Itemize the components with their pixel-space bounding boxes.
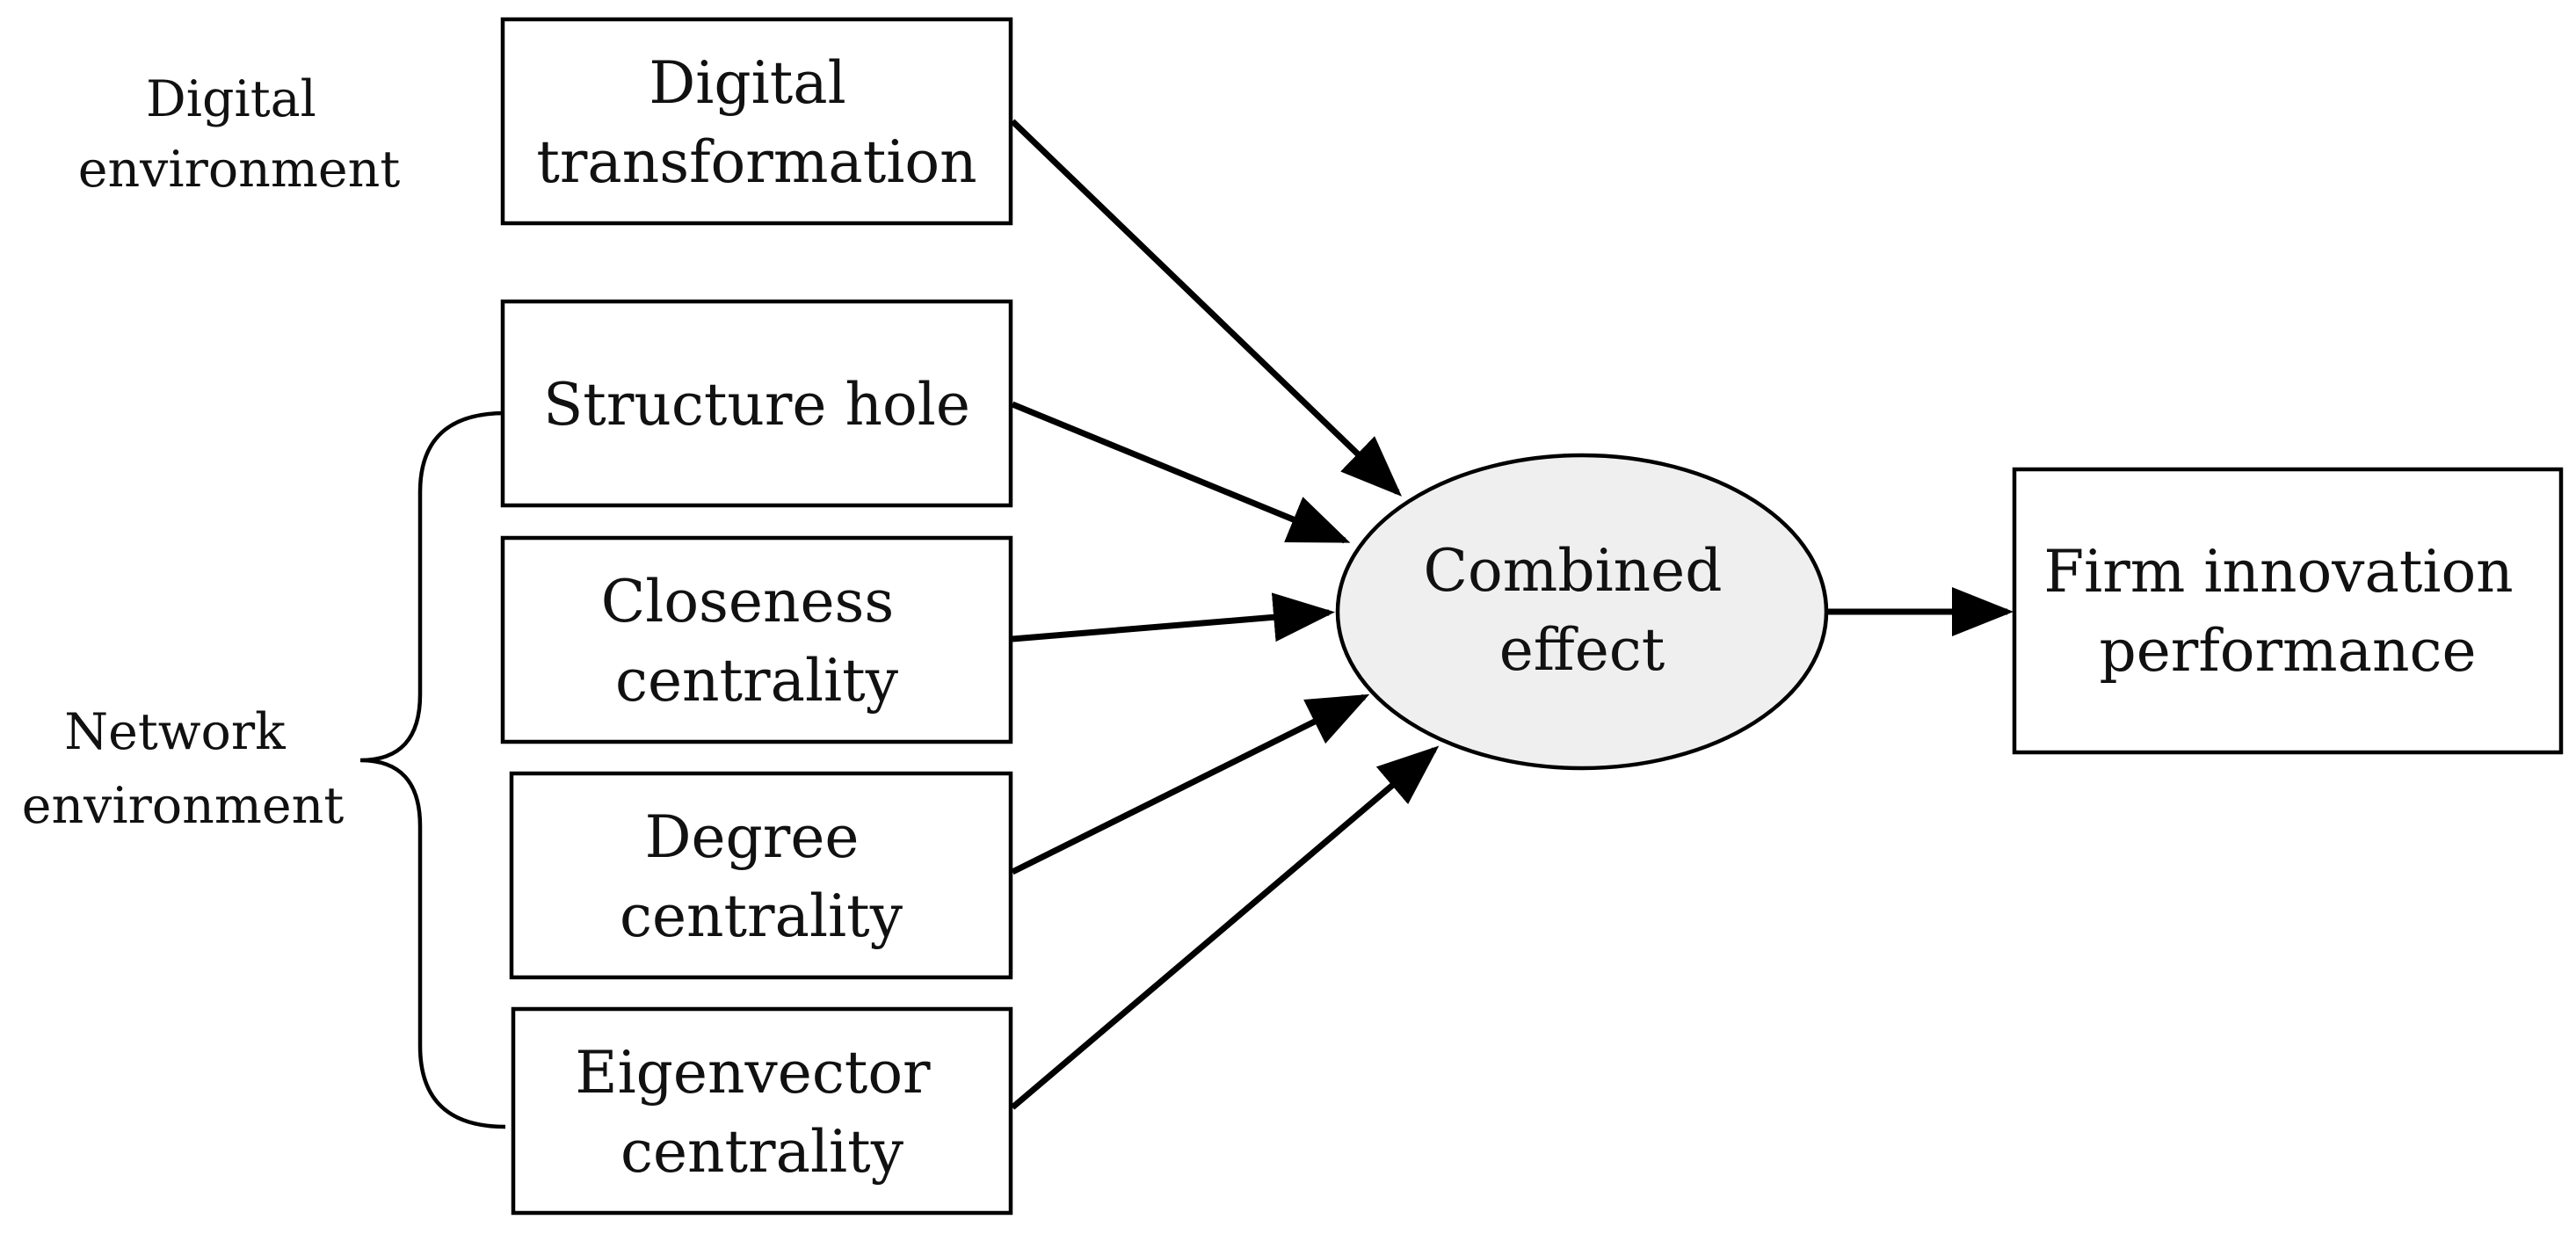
digital-transformation-box: Digital transformation <box>500 17 1013 226</box>
combined-effect-node: Combined effect <box>1335 453 1829 771</box>
arrow-degree-centrality-to-combined-effect <box>1011 693 1370 875</box>
digital-environment-label: Digital environment <box>78 70 401 199</box>
arrow-closeness-centrality-to-combined-effect <box>1012 592 1335 642</box>
arrow-structure-hole-to-combined-effect <box>1011 401 1351 544</box>
svg-text:Combined effect: Combined effect <box>1424 537 1741 684</box>
svg-text:Eigenvector centrality: Eigenvector centrality <box>575 1039 948 1186</box>
structure-hole-box: Structure hole <box>500 299 1013 508</box>
firm-innovation-performance-box: Firm innovation performance <box>2012 467 2564 755</box>
network-environment-label: Network environment <box>22 703 345 835</box>
eigenvector-centrality-box: Eigenvector centrality <box>511 1006 1013 1216</box>
closeness-centrality-box: Closeness centrality <box>500 535 1013 744</box>
arrow-digital-transformation-to-combined-effect <box>1010 119 1403 497</box>
svg-text:Degree centrality: Degree centrality <box>620 803 903 950</box>
svg-text:Structure hole: Structure hole <box>543 371 970 439</box>
svg-text:Firm innovation performa: Firm innovation performance <box>2043 538 2531 685</box>
svg-text:Closeness centrality: Closeness centrality <box>601 568 913 715</box>
degree-centrality-box: Degree centrality <box>509 771 1013 980</box>
network-brace <box>359 410 506 1129</box>
arrow-eigenvector-centrality-to-combined-effect <box>1010 745 1440 1110</box>
svg-text:Digital transformation: Digital transformation <box>536 49 976 196</box>
